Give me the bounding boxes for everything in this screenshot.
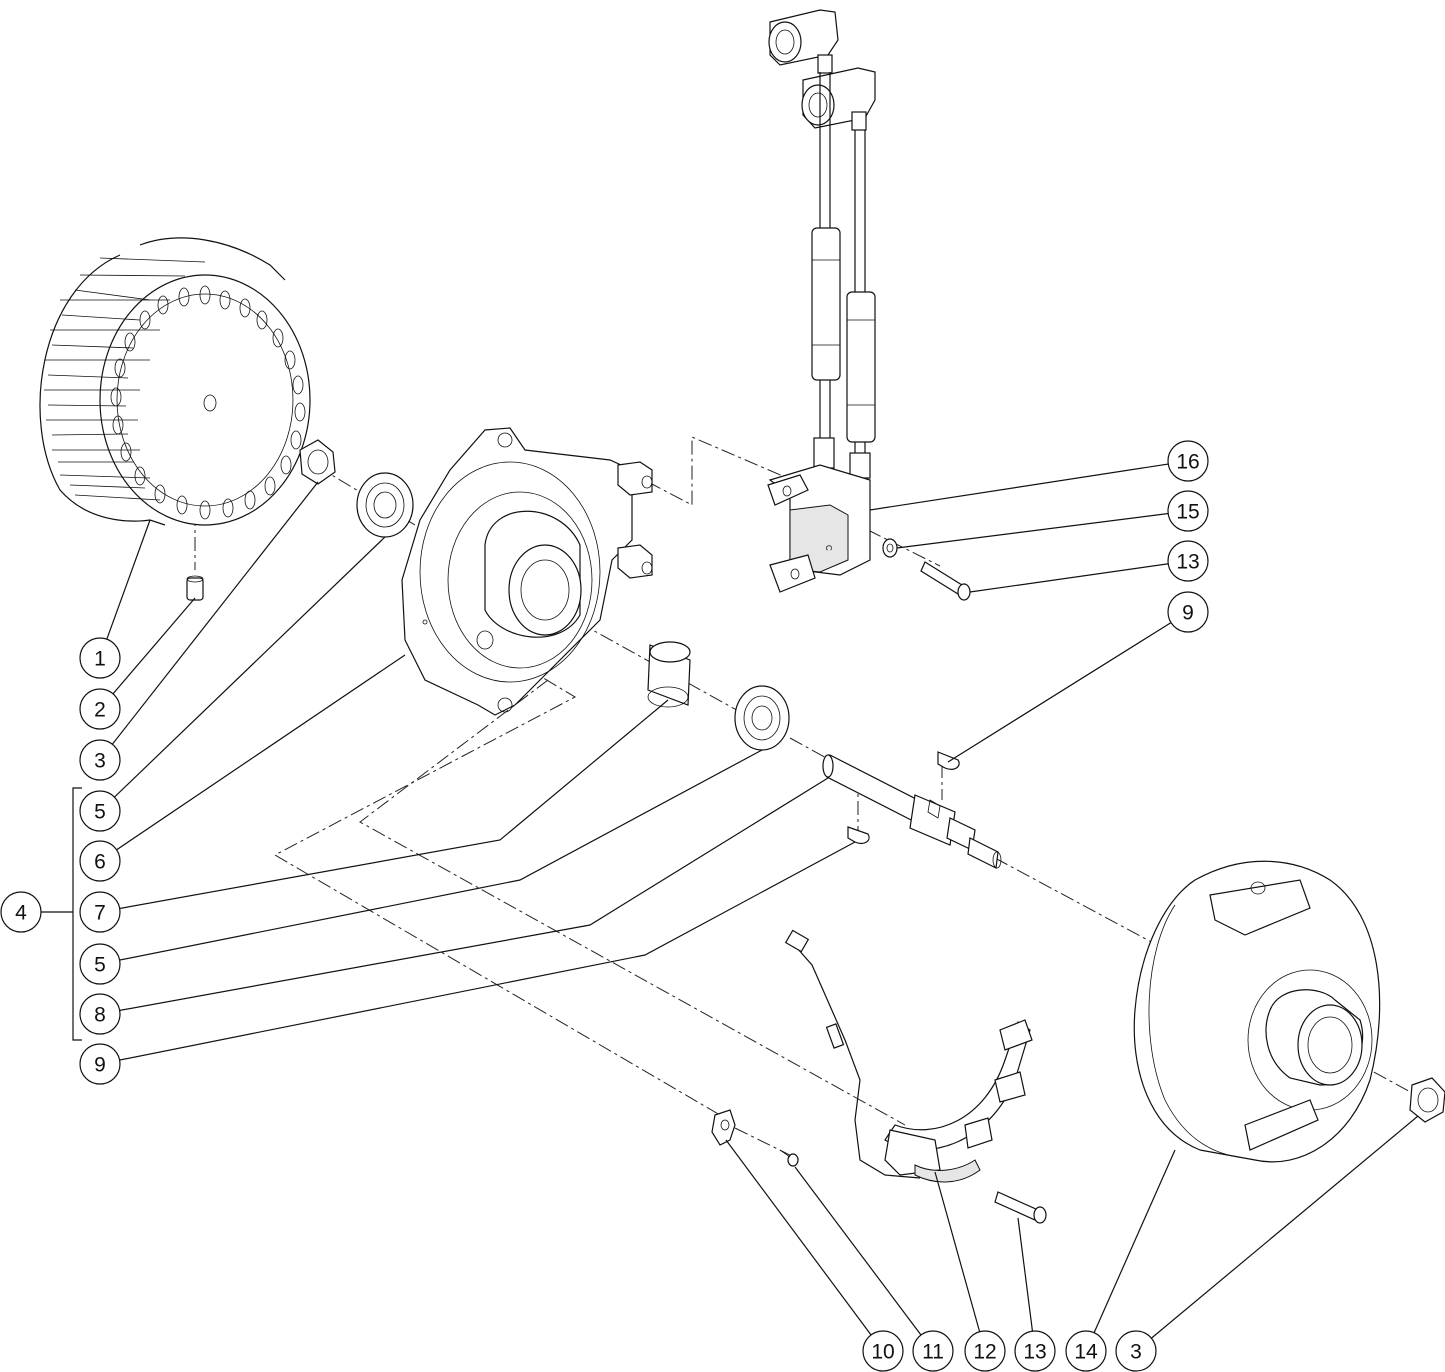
balloon-3-left: 3 (79, 739, 121, 781)
svg-text:3: 3 (94, 750, 106, 773)
leader-lines (40, 460, 1419, 1352)
svg-text:12: 12 (973, 1341, 996, 1364)
svg-text:11: 11 (922, 1341, 944, 1364)
ignition-coil-assembly: C (767, 9, 876, 593)
svg-text:9: 9 (1182, 602, 1194, 625)
washer (882, 538, 898, 558)
bearing-left (356, 472, 414, 538)
balloon-4: 4 (0, 891, 42, 933)
coil-mounting-screw (920, 561, 971, 601)
woodruff-key-upper (937, 751, 960, 770)
svg-text:6: 6 (94, 851, 106, 874)
balloon-15: 15 (1167, 490, 1209, 532)
svg-text:7: 7 (94, 902, 106, 925)
svg-text:14: 14 (1074, 1341, 1098, 1364)
balloon-1: 1 (79, 637, 121, 679)
balloon-2: 2 (79, 688, 121, 730)
svg-text:4: 4 (15, 902, 27, 925)
wire-clamp (711, 1109, 736, 1146)
balloon-10: 10 (862, 1330, 904, 1372)
balloon-5-upper: 5 (79, 790, 121, 832)
svg-text:13: 13 (1176, 551, 1199, 574)
hex-nut-right (1409, 1077, 1445, 1123)
balloon-16: 16 (1167, 440, 1209, 482)
balloon-8: 8 (79, 993, 121, 1035)
balloon-7: 7 (79, 891, 121, 933)
svg-text:1: 1 (94, 648, 106, 671)
svg-text:15: 15 (1176, 501, 1199, 524)
balloon-6: 6 (79, 840, 121, 882)
blower-wheel (39, 237, 311, 526)
bearing-right (734, 685, 790, 751)
blower-vanes (110, 285, 306, 520)
stator-pickup-assembly (784, 929, 1033, 1183)
coil-marking-text: C (824, 545, 833, 551)
callout-balloons: 1 2 3 5 6 4 7 5 8 9 16 15 13 9 10 11 12 … (0, 440, 1209, 1372)
bearing-housing-plate (401, 427, 653, 716)
svg-text:10: 10 (871, 1341, 894, 1364)
balloon-9-right: 9 (1167, 591, 1209, 633)
drive-shaft (822, 754, 1002, 869)
svg-text:5: 5 (94, 954, 106, 977)
stator-mounting-screw (994, 1191, 1047, 1224)
woodruff-key-lower (847, 826, 870, 845)
svg-text:3: 3 (1130, 1341, 1142, 1364)
svg-text:5: 5 (94, 801, 106, 824)
balloon-11: 11 (912, 1330, 954, 1372)
balloon-3-right: 3 (1115, 1330, 1157, 1372)
flywheel-rotor (1133, 860, 1381, 1163)
svg-text:2: 2 (94, 699, 106, 722)
set-screw (186, 575, 204, 601)
balloon-9-left: 9 (79, 1043, 121, 1085)
hex-nut-left (299, 439, 336, 485)
balloon-12: 12 (964, 1330, 1006, 1372)
balloon-14: 14 (1065, 1330, 1107, 1372)
svg-text:13: 13 (1023, 1341, 1046, 1364)
spacer-sleeve (647, 641, 691, 708)
clamp-screw (779, 1149, 799, 1167)
svg-text:9: 9 (94, 1054, 106, 1077)
svg-text:8: 8 (94, 1004, 106, 1027)
balloon-13-bottom: 13 (1014, 1330, 1056, 1372)
balloon-13-top: 13 (1167, 540, 1209, 582)
svg-text:16: 16 (1176, 451, 1199, 474)
balloon-5-lower: 5 (79, 943, 121, 985)
